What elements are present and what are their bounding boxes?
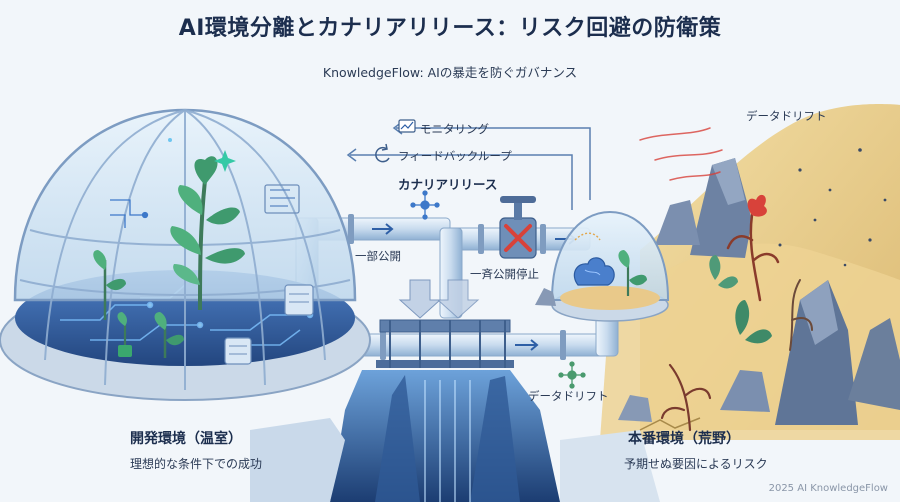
page-subtitle: KnowledgeFlow: AIの暴走を防ぐガバナンス	[322, 65, 578, 80]
red-flower-icon	[747, 194, 767, 217]
plant-icon	[93, 250, 126, 320]
plant-icon	[117, 312, 127, 345]
chip-icon	[118, 345, 132, 357]
rock	[535, 288, 556, 306]
refresh-icon	[375, 143, 390, 163]
rock	[848, 318, 900, 410]
server-icon	[224, 337, 252, 365]
rock	[775, 280, 858, 425]
feedback-loop-label: フィードバックループ	[398, 149, 512, 163]
monitoring-label: モニタリング	[420, 122, 489, 136]
data-drift-bottom-label: データドリフト	[528, 389, 609, 403]
brain-icon	[573, 257, 615, 286]
data-drift-specks	[778, 148, 887, 267]
sparkle-icon	[168, 138, 236, 172]
plant-icon	[170, 156, 245, 311]
bridge	[376, 319, 514, 368]
wind-streaks	[639, 127, 723, 181]
data-streams	[424, 380, 471, 502]
rock	[712, 158, 745, 205]
partial-release-label: 一部公開	[355, 249, 401, 263]
rock	[618, 395, 652, 422]
chasm	[250, 370, 660, 502]
greenhouse-dome	[0, 108, 371, 401]
prod-env-caption: 予期せぬ要因によるリスク	[624, 457, 768, 471]
footer-copyright: 2025 AI KnowledgeFlow	[768, 483, 888, 494]
withered-plant	[726, 213, 780, 302]
plant-icon	[154, 312, 184, 358]
halt-release-label: 一斉公開停止	[470, 267, 539, 281]
dome-frame	[19, 109, 351, 390]
data-drift-top-label: データドリフト	[746, 109, 827, 123]
server-icon	[284, 284, 314, 316]
rock	[800, 280, 838, 345]
canary-release-label: カナリアリリース	[398, 177, 498, 192]
prod-env-heading: 本番環境（荒野）	[628, 431, 740, 447]
withered-plant	[660, 363, 712, 432]
withered-plant	[789, 279, 813, 351]
ground-crack	[639, 417, 701, 431]
circuit-node-icons	[110, 184, 300, 228]
network-node-icon	[410, 190, 440, 220]
stop-arrows-icon	[398, 279, 480, 319]
dev-env-caption: 理想的な条件下での成功	[130, 457, 263, 471]
valve-icon	[499, 196, 537, 259]
wilderness	[600, 103, 900, 440]
feedback-loop	[346, 148, 573, 210]
monitor-icon	[398, 119, 416, 133]
rock	[720, 370, 770, 412]
canary-dome	[550, 210, 670, 322]
dev-env-heading: 開発環境（温室）	[130, 431, 242, 447]
plant-icon	[618, 250, 647, 296]
network-node-icon	[558, 361, 586, 389]
green-sprout	[735, 300, 772, 344]
rock	[655, 200, 700, 245]
page-title: AI環境分離とカナリアリリース：リスク回避の防衛策	[178, 16, 722, 41]
green-sprout	[709, 255, 738, 289]
